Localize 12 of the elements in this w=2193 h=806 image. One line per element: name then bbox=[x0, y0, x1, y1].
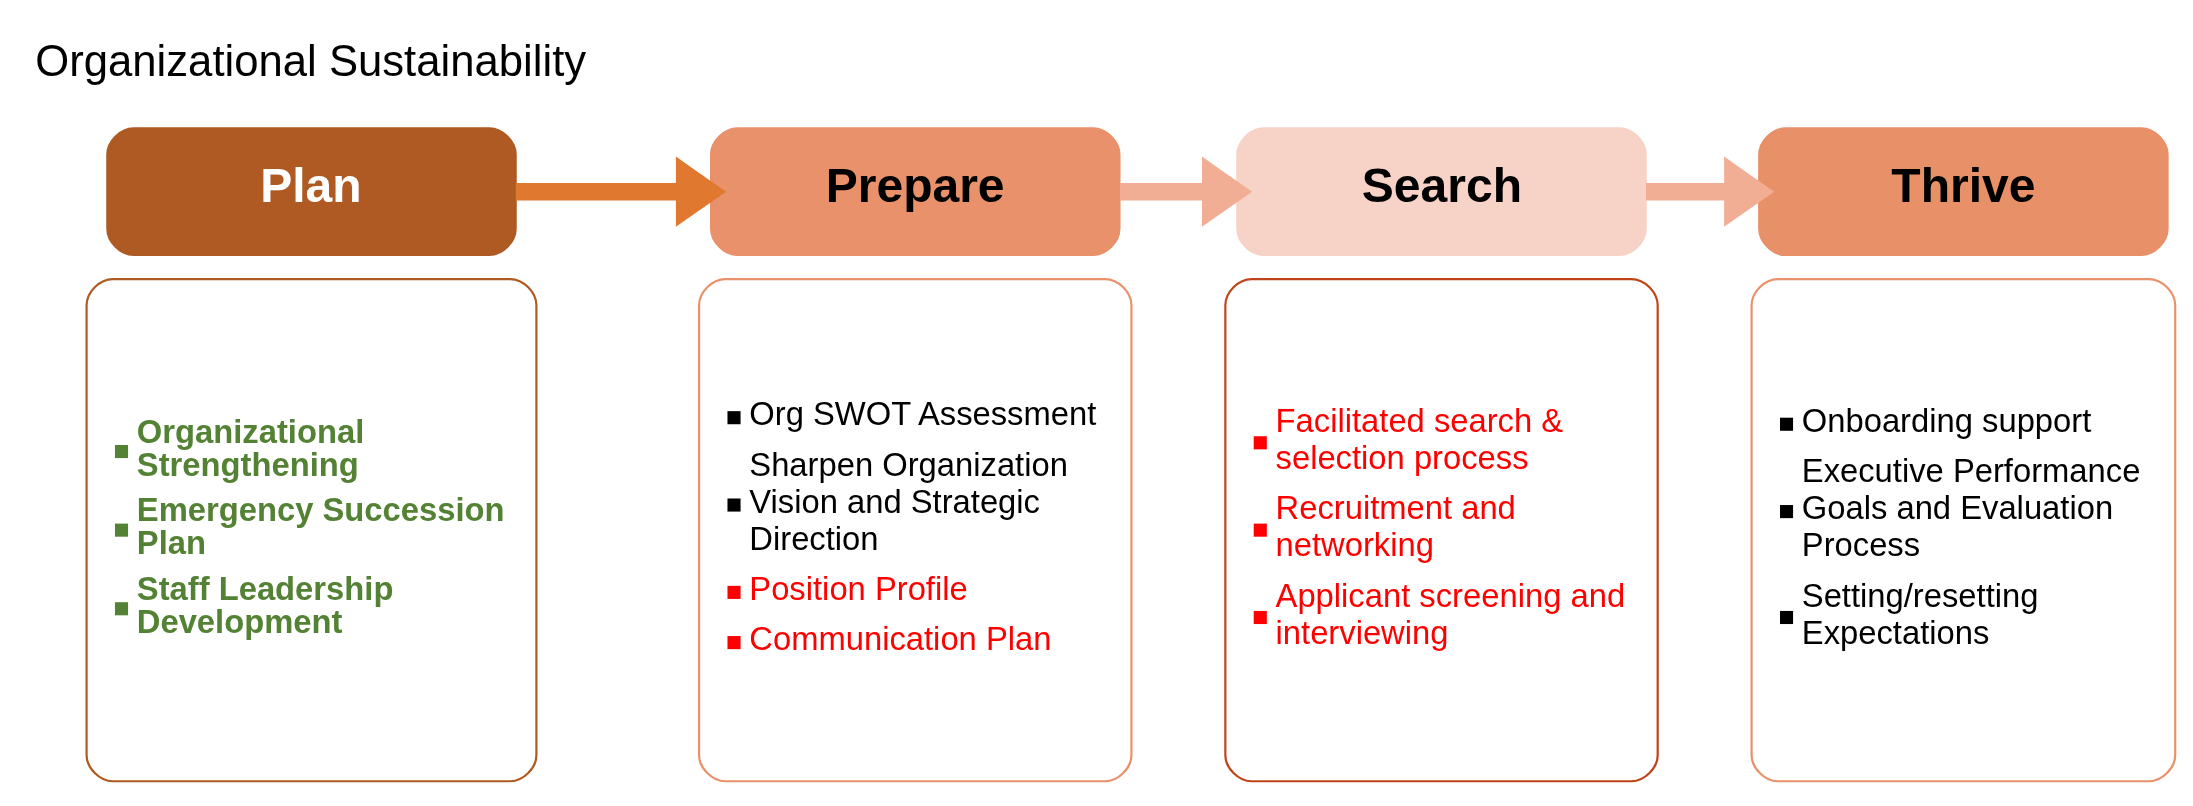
label: Organizational Sustainability bbox=[35, 35, 587, 85]
node-box: Prepare bbox=[710, 126, 1121, 256]
node-box: Search bbox=[1236, 126, 1647, 256]
node-box: Org SWOT Assessment Sharpen Organization Vision and Strategic Direction Position Profile Communication Plan bbox=[698, 277, 1133, 782]
arrow bbox=[1646, 156, 1775, 227]
node-box: Onboarding support Executive Performance Goals and Evaluation Process Setting/resetting Expectations bbox=[1750, 277, 2177, 782]
node-box: Thrive bbox=[1758, 126, 2169, 256]
node-box: Plan bbox=[106, 126, 517, 256]
arrow bbox=[1119, 156, 1253, 227]
node-box: Organizational Strengthening Emergency Succession Plan Staff Leadership Development bbox=[85, 277, 538, 782]
node-box: Facilitated search & selection process Recruitment and networking Applicant screening and interviewing bbox=[1224, 277, 1659, 782]
arrow bbox=[515, 156, 727, 227]
